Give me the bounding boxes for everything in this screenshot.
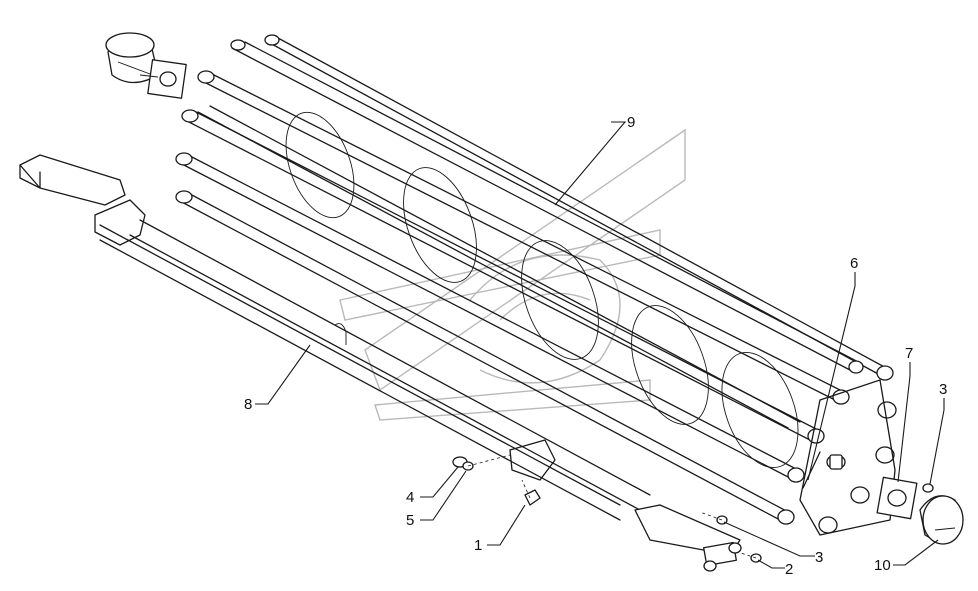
callout-5: 5 [406,512,414,529]
callout-4: 4 [406,489,414,506]
callout-7: 7 [905,345,913,362]
callout-3-lower: 3 [815,549,823,566]
callout-8: 8 [244,396,252,413]
pin-6 [802,451,821,489]
callout-9: 9 [627,114,635,131]
callout-2: 2 [785,561,793,578]
callout-labels: 9 8 6 7 3 10 4 5 1 3 2 [244,114,947,578]
leader-lines [255,121,945,569]
hardware [452,451,821,563]
callout-10: 10 [874,557,891,574]
callout-6: 6 [850,255,858,272]
callout-1: 1 [474,537,482,554]
bearing-cover-upper [105,32,187,99]
callout-3-right: 3 [939,381,947,398]
bolt-1 [524,489,541,506]
roller-cage [175,34,897,536]
frame-beam [19,154,742,572]
bearing-cover-lower [876,476,964,545]
